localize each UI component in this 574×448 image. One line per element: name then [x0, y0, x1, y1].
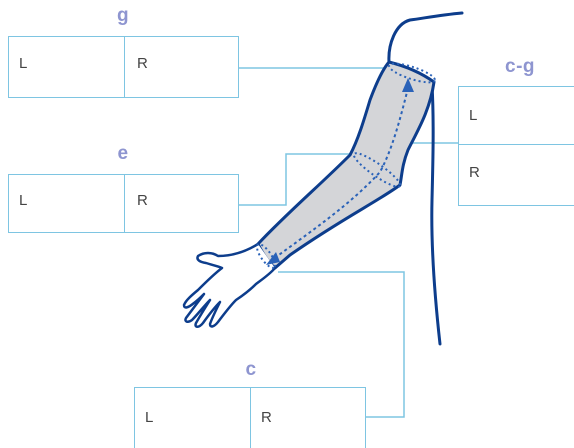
measurement-cg-label: c-g — [505, 56, 535, 77]
measurement-c-left-cell[interactable]: L — [135, 388, 250, 448]
arrow-head-bottom — [266, 252, 280, 265]
marker-g — [388, 62, 436, 84]
measurement-e-label: e — [117, 143, 129, 164]
measurement-e-left-cell[interactable]: L — [9, 175, 124, 231]
measurement-cg-right-label: R — [469, 164, 480, 181]
length-arrow-cg — [266, 78, 414, 265]
measurement-c-table: L R — [134, 387, 366, 448]
measurement-e-divider — [124, 175, 125, 232]
marker-e — [352, 152, 402, 188]
measurement-e-table: L R — [8, 174, 239, 233]
arm-sleeve — [256, 60, 436, 270]
measurement-g-right-cell[interactable]: R — [125, 37, 237, 96]
leader-line-e — [238, 153, 354, 206]
measurement-g-label: g — [116, 5, 130, 26]
hand-outline — [182, 242, 277, 328]
measurement-g-table: L R — [8, 36, 239, 98]
measurement-g-left-label: L — [19, 55, 28, 72]
measurement-c-right-cell[interactable]: R — [251, 388, 364, 448]
circumference-markers — [255, 62, 436, 269]
leader-line-c — [278, 271, 405, 418]
measurement-e-left-label: L — [19, 192, 28, 209]
measurement-cg-divider — [459, 144, 574, 145]
measurement-e-right-cell[interactable]: R — [125, 175, 237, 231]
measurement-cg-table: L R — [458, 86, 574, 206]
measurement-g-right-label: R — [137, 55, 148, 72]
measurement-g-left-cell[interactable]: L — [9, 37, 124, 96]
shoulder-outline — [387, 11, 464, 346]
measurement-cg-left-label: L — [469, 107, 478, 124]
arrow-head-top — [402, 78, 414, 92]
measurement-g-divider — [124, 37, 125, 97]
measurement-c-left-label: L — [145, 409, 154, 426]
measurement-c-right-label: R — [261, 409, 272, 426]
marker-c — [255, 243, 277, 269]
measurement-e-right-label: R — [137, 192, 148, 209]
measurement-c-divider — [250, 388, 251, 448]
leader-lines — [238, 67, 458, 418]
measurement-cg-right-cell[interactable]: R — [459, 145, 574, 204]
measurement-c-label: c — [245, 359, 257, 380]
measurement-cg-left-cell[interactable]: L — [459, 87, 574, 144]
